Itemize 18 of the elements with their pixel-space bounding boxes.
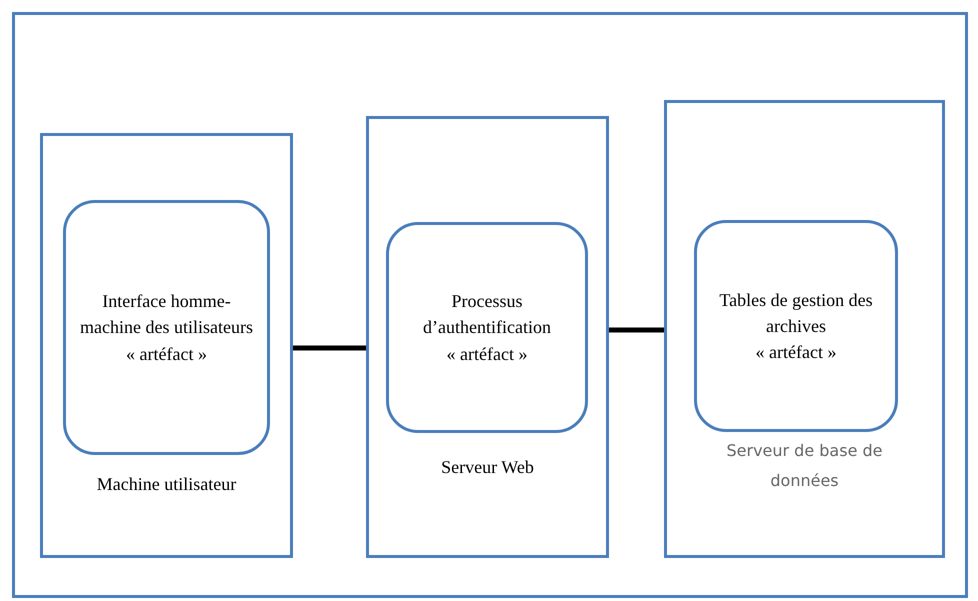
node-box: [664, 100, 945, 558]
frame-box: [12, 12, 968, 598]
node-box: [40, 133, 293, 558]
artifact-label: Tables de gestion des archives: [718, 288, 874, 338]
artifact-label: « artéfact »: [446, 342, 528, 366]
node-box: [366, 116, 609, 558]
artifact-label: Interface homme-machine des utilisateurs: [79, 290, 254, 340]
node-label: Serveur Web: [440, 456, 535, 479]
artifact-label: Processus d’authentification: [422, 290, 552, 340]
artifact-box: [694, 220, 898, 432]
artifact-box: [386, 222, 588, 433]
artifact-box: [63, 200, 270, 455]
artifact-label: « artéfact »: [126, 342, 207, 366]
connector-line: [609, 328, 664, 332]
node-label: Serveur de base de données: [725, 440, 884, 492]
node-label: Machine utilisateur: [96, 473, 238, 496]
connector-line: [293, 346, 366, 350]
artifact-label: « artéfact »: [756, 341, 836, 364]
